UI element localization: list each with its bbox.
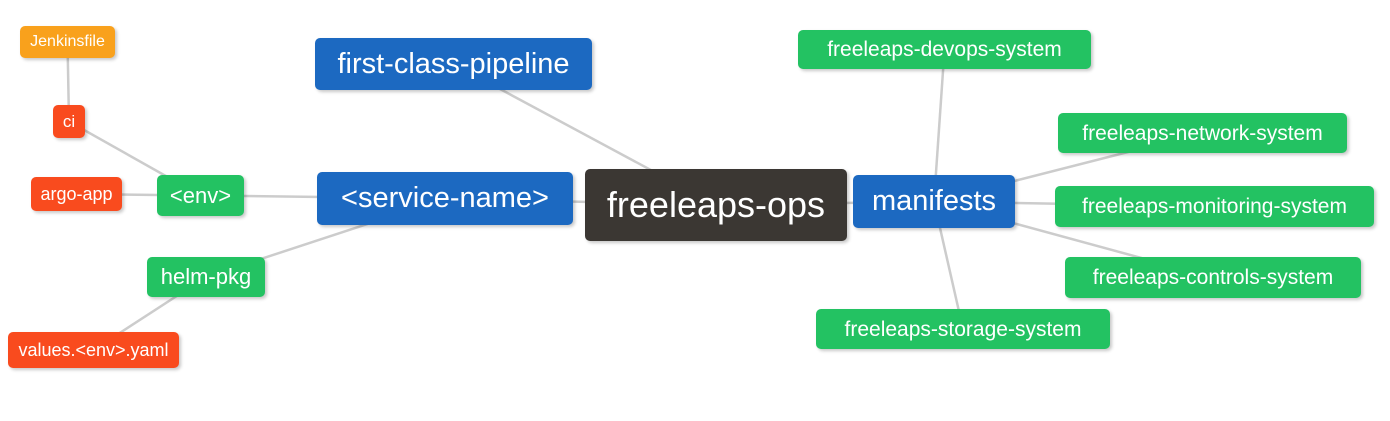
node-service-name[interactable]: <service-name> (317, 172, 573, 225)
node-argo-app[interactable]: argo-app (31, 177, 122, 211)
node-values-env-yaml[interactable]: values.<env>.yaml (8, 332, 179, 368)
node-env[interactable]: <env> (157, 175, 244, 216)
node-ci[interactable]: ci (53, 105, 85, 138)
node-freeleaps-ops[interactable]: freeleaps-ops (585, 169, 847, 241)
node-jenkinsfile[interactable]: Jenkinsfile (20, 26, 115, 58)
node-helm-pkg[interactable]: helm-pkg (147, 257, 265, 297)
node-first-class-pipeline[interactable]: first-class-pipeline (315, 38, 592, 90)
node-freeleaps-controls-system[interactable]: freeleaps-controls-system (1065, 257, 1361, 298)
node-freeleaps-storage-system[interactable]: freeleaps-storage-system (816, 309, 1110, 349)
node-freeleaps-network-system[interactable]: freeleaps-network-system (1058, 113, 1347, 153)
node-freeleaps-devops-system[interactable]: freeleaps-devops-system (798, 30, 1091, 69)
node-manifests[interactable]: manifests (853, 175, 1015, 228)
node-freeleaps-monitoring-system[interactable]: freeleaps-monitoring-system (1055, 186, 1374, 227)
